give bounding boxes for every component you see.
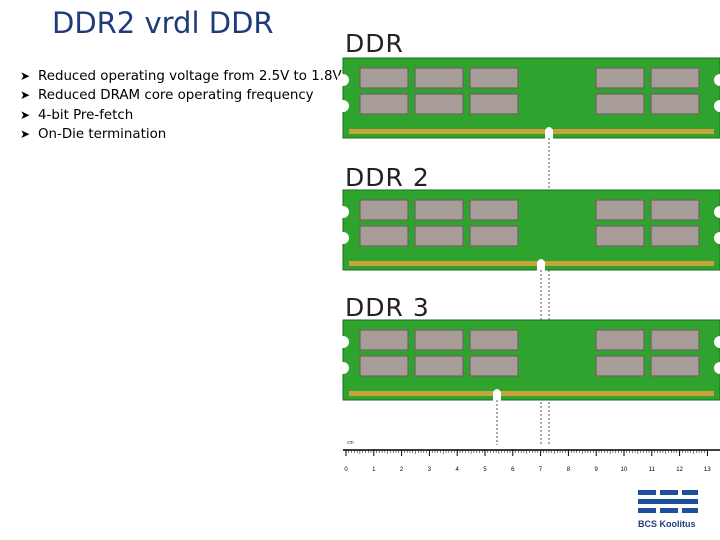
memory-chip (469, 225, 519, 247)
ruler-tick-label: 2 (400, 467, 404, 473)
memory-chip (414, 93, 464, 115)
memory-chip (359, 67, 409, 89)
ruler-tick-label: 9 (595, 467, 599, 473)
ruler-tick-label: 13 (704, 467, 711, 473)
contact-strip (349, 391, 714, 396)
memory-chip (469, 355, 519, 377)
memory-chip (650, 199, 700, 221)
module-side-notch (337, 100, 349, 112)
ruler-tick-label: 7 (539, 467, 543, 473)
ruler-tick-label: 12 (676, 467, 683, 473)
ruler-tick-label: 5 (483, 467, 487, 473)
memory-chip (414, 329, 464, 351)
memory-chip (650, 67, 700, 89)
ruler-tick-label: 10 (621, 467, 628, 473)
memory-chip (650, 93, 700, 115)
slide-title: DDR2 vrdl DDR (52, 6, 274, 40)
memory-module-2 (337, 189, 720, 445)
bcs-logo-icon (638, 490, 698, 513)
memory-chip (469, 67, 519, 89)
memory-chip (469, 199, 519, 221)
ruler-tick-label: 8 (567, 467, 571, 473)
module-side-notch (337, 362, 349, 374)
contact-strip (349, 261, 714, 266)
memory-module-3 (337, 319, 720, 445)
module-side-notch (337, 74, 349, 86)
memory-module-1 (337, 57, 720, 445)
bullet-list: ➤Reduced operating voltage from 2.5V to … (20, 67, 342, 144)
memory-chip (414, 67, 464, 89)
memory-chip (595, 67, 645, 89)
bullet-item: ➤4-bit Pre-fetch (20, 106, 342, 125)
memory-chip (469, 329, 519, 351)
module-label-ddr2: DDR 2 (345, 163, 430, 192)
memory-chip (414, 199, 464, 221)
memory-chip (595, 225, 645, 247)
memory-chip (650, 225, 700, 247)
memory-chip (469, 93, 519, 115)
ruler-tick-label: 0 (344, 467, 348, 473)
memory-chip (359, 93, 409, 115)
ruler-tick-label: 6 (511, 467, 515, 473)
module-side-notch (714, 232, 720, 244)
module-side-notch (337, 232, 349, 244)
ruler-tick-label: 1 (372, 467, 376, 473)
memory-chip (595, 355, 645, 377)
logo-text: BCS Koolitus (638, 519, 696, 529)
key-notch (493, 389, 501, 401)
memory-chip (595, 93, 645, 115)
key-notch (537, 259, 545, 271)
ruler-tick-label: 4 (456, 467, 460, 473)
memory-chip (359, 225, 409, 247)
memory-chip (650, 329, 700, 351)
module-label-ddr: DDR (345, 29, 404, 58)
module-side-notch (714, 74, 720, 86)
memory-chip (359, 355, 409, 377)
memory-chip (650, 355, 700, 377)
arrow-bullet-icon: ➤ (20, 126, 31, 141)
module-side-notch (337, 336, 349, 348)
module-side-notch (714, 206, 720, 218)
arrow-bullet-icon: ➤ (20, 88, 31, 103)
bullet-item: ➤On-Die termination (20, 125, 342, 144)
arrow-bullet-icon: ➤ (20, 107, 31, 122)
module-side-notch (337, 206, 349, 218)
memory-chip (359, 199, 409, 221)
memory-chip (595, 199, 645, 221)
memory-chip (359, 329, 409, 351)
module-side-notch (714, 336, 720, 348)
bullet-item: ➤Reduced DRAM core operating frequency (20, 86, 342, 105)
memory-chip (414, 355, 464, 377)
ruler-tick-label: 11 (649, 467, 656, 473)
memory-chip (414, 225, 464, 247)
ruler-unit: cm (347, 440, 354, 446)
ruler-tick-label: 3 (428, 467, 432, 473)
module-label-ddr3: DDR 3 (345, 293, 430, 322)
contact-strip (349, 129, 714, 134)
arrow-bullet-icon: ➤ (20, 69, 31, 83)
module-side-notch (714, 362, 720, 374)
key-notch (545, 127, 553, 139)
bullet-item: ➤Reduced operating voltage from 2.5V to … (20, 67, 342, 86)
memory-chip (595, 329, 645, 351)
module-side-notch (714, 100, 720, 112)
